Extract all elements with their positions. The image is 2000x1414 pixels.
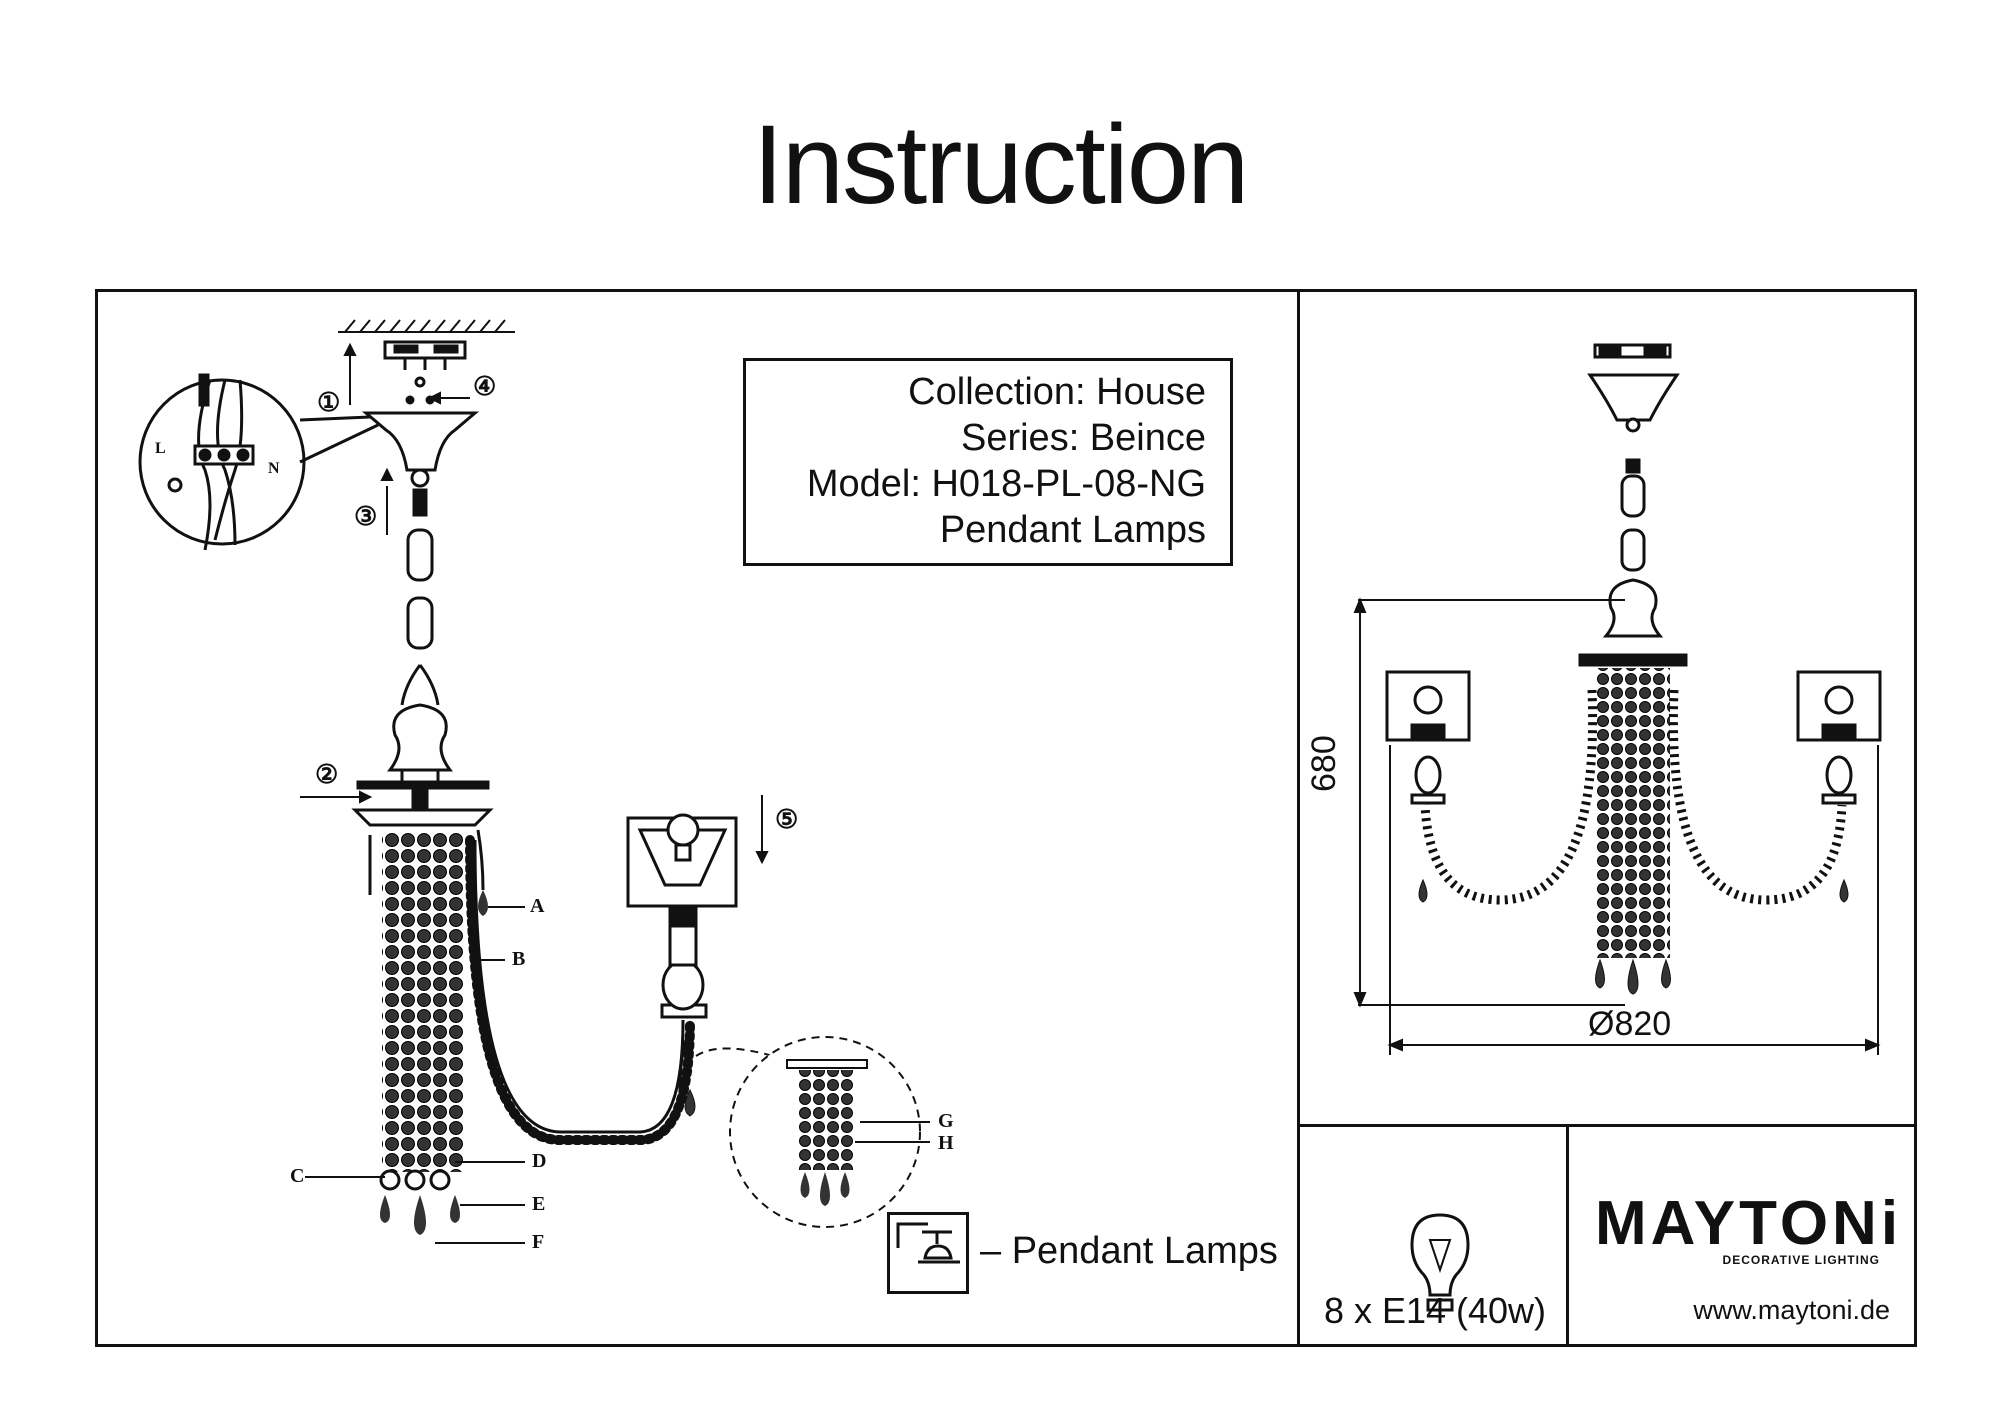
elevation-drawing <box>1385 343 1882 995</box>
bulb-icon <box>1410 1213 1470 1312</box>
step-5-label: ⑤ <box>775 805 799 834</box>
product-info-box: Collection: House Series: Beince Model: … <box>743 358 1233 566</box>
lamp-shade <box>626 813 738 908</box>
lamp-arm <box>465 835 708 1145</box>
brand-tagline: DECORATIVE LIGHTING <box>1722 1253 1880 1267</box>
part-label-h: H <box>938 1132 954 1154</box>
canopy <box>361 376 480 488</box>
wiring-detail <box>138 373 379 551</box>
step-1-label: ① <box>317 388 341 417</box>
wiring-label-live: L <box>155 440 166 457</box>
step-2-label: ② <box>315 760 339 789</box>
series-text: Series: Beince <box>960 417 1206 459</box>
ceiling-hatch <box>338 319 515 333</box>
part-leaders <box>305 906 930 1244</box>
bead-detail <box>695 1036 921 1228</box>
bulb-spec: 8 x E14 (40w) <box>1323 1290 1547 1331</box>
brand-logo: MAYTONi <box>1595 1189 1903 1258</box>
part-label-e: E <box>532 1193 546 1215</box>
height-dimension: 680 <box>1305 735 1343 792</box>
upper-plate <box>351 780 494 827</box>
mounting-bracket <box>383 340 467 370</box>
page-title: Instruction <box>752 102 1250 227</box>
collection-text: Collection: House <box>908 371 1206 413</box>
chain <box>387 488 453 786</box>
wiring-label-neutral: N <box>268 460 280 477</box>
frame-divider-horizontal <box>1297 1124 1917 1127</box>
frame-divider-vertical <box>1297 289 1300 1347</box>
part-label-f: F <box>532 1231 545 1253</box>
drawing-frame <box>95 289 1917 1347</box>
footer-divider <box>1566 1124 1569 1347</box>
type-text: Pendant Lamps <box>939 509 1206 551</box>
step-3-label: ③ <box>354 502 378 531</box>
step-4-label: ④ <box>473 372 497 401</box>
bead-curtain <box>368 829 488 1235</box>
model-text: Model: H018-PL-08-NG <box>806 463 1206 505</box>
part-label-b: B <box>512 948 526 970</box>
part-label-g: G <box>938 1110 954 1132</box>
part-label-c: C <box>290 1165 305 1187</box>
dimension-lines <box>1353 597 1881 1055</box>
part-label-a: A <box>530 895 545 917</box>
pendant-legend-label: – Pendant Lamps <box>980 1230 1278 1272</box>
website-link[interactable]: www.maytoni.de <box>1693 1295 1890 1325</box>
part-label-d: D <box>532 1150 547 1172</box>
pendant-icon-glyph <box>896 1222 960 1264</box>
diameter-dimension: Ø820 <box>1588 1005 1672 1043</box>
pendant-icon-box <box>887 1212 969 1294</box>
